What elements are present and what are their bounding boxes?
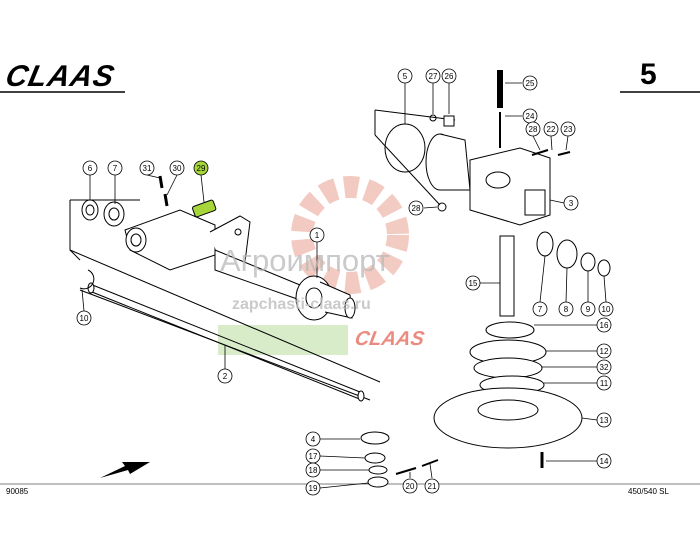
callout-label: 23 (564, 125, 573, 134)
callout-3: 3 (563, 195, 579, 211)
callout-26: 26 (441, 68, 457, 84)
callout-label: 20 (406, 482, 415, 491)
callout-label: 3 (569, 199, 574, 208)
callout-label: 27 (429, 72, 438, 81)
callout-label: 7 (538, 305, 543, 314)
callout-label: 21 (428, 482, 437, 491)
callout-23: 23 (560, 121, 576, 137)
callout-label: 22 (547, 125, 556, 134)
callout-19: 19 (305, 480, 321, 496)
callout-label: 9 (586, 305, 591, 314)
watermark-gear-icon (291, 176, 409, 294)
callout-label: 10 (602, 305, 611, 314)
callout-label: 6 (88, 164, 93, 173)
callout-2: 2 (217, 368, 233, 384)
callout-4: 4 (305, 431, 321, 447)
callout-label: 15 (469, 279, 478, 288)
callout-label: 30 (173, 164, 182, 173)
callout-22: 22 (543, 121, 559, 137)
callout-31: 31 (139, 160, 155, 176)
callout-6: 6 (82, 160, 98, 176)
gearbox-assembly (360, 70, 611, 488)
callout-label: 2 (223, 372, 228, 381)
callout-10: 10 (598, 301, 614, 317)
callout-17: 17 (305, 448, 321, 464)
callout-18: 18 (305, 462, 321, 478)
callout-28: 28 (525, 121, 541, 137)
callout-16: 16 (596, 317, 612, 333)
callout-label: 10 (80, 314, 89, 323)
watermark-company: Агроимпорт (220, 243, 390, 278)
callout-label: 5 (403, 72, 408, 81)
callout-label: 25 (526, 79, 535, 88)
callout-label: 14 (600, 457, 609, 466)
watermark-green-band (218, 325, 348, 355)
callout-label: 28 (529, 125, 538, 134)
callout-label: 11 (600, 379, 609, 388)
callout-label: 32 (600, 363, 609, 372)
model-code: 450/540 SL (628, 487, 669, 496)
callout-7: 7 (107, 160, 123, 176)
callout-label: 8 (564, 305, 569, 314)
callout-7: 7 (532, 301, 548, 317)
callout-15: 15 (465, 275, 481, 291)
callout-label: 4 (311, 435, 316, 444)
drawing-code: 90085 (6, 487, 29, 496)
callout-27: 27 (425, 68, 441, 84)
callout-24: 24 (522, 108, 538, 124)
callout-25: 25 (522, 75, 538, 91)
callout-30: 30 (169, 160, 185, 176)
callout-5: 5 (397, 68, 413, 84)
callout-8: 8 (558, 301, 574, 317)
callout-32: 32 (596, 359, 612, 375)
callout-21: 21 (424, 478, 440, 494)
callout-label: 13 (600, 416, 609, 425)
callout-label: 7 (113, 164, 118, 173)
leader-lines (81, 82, 607, 489)
callout-label: 12 (600, 347, 609, 356)
callout-label: 31 (143, 164, 152, 173)
callout-11: 11 (596, 375, 612, 391)
callout-label: 29 (197, 164, 206, 173)
callout-1: 1 (309, 227, 325, 243)
callout-10: 10 (76, 310, 92, 326)
callout-label: 26 (445, 72, 454, 81)
callout-label: 16 (600, 321, 609, 330)
callout-28: 28 (408, 200, 424, 216)
callout-label: 19 (309, 484, 318, 493)
page-number: 5 (640, 58, 657, 91)
callout-label: 28 (412, 204, 421, 213)
callout-20: 20 (402, 478, 418, 494)
watermark-website: zapchasti-claas.ru (232, 296, 371, 313)
callout-29-highlighted: 29 (193, 160, 209, 176)
callout-label: 18 (309, 466, 318, 475)
callout-14: 14 (596, 453, 612, 469)
highlighted-part-29 (192, 199, 217, 218)
callout-label: 24 (526, 112, 535, 121)
callout-12: 12 (596, 343, 612, 359)
watermark-brand: CLAAS (353, 328, 426, 350)
callout-markers: 1 2 3 4 5 6 7 7 8 9 10 10 11 12 13 14 15… (76, 68, 614, 496)
callout-label: 1 (315, 231, 320, 240)
callout-9: 9 (580, 301, 596, 317)
callout-13: 13 (596, 412, 612, 428)
callout-label: 17 (309, 452, 318, 461)
direction-arrow-icon (100, 462, 150, 478)
